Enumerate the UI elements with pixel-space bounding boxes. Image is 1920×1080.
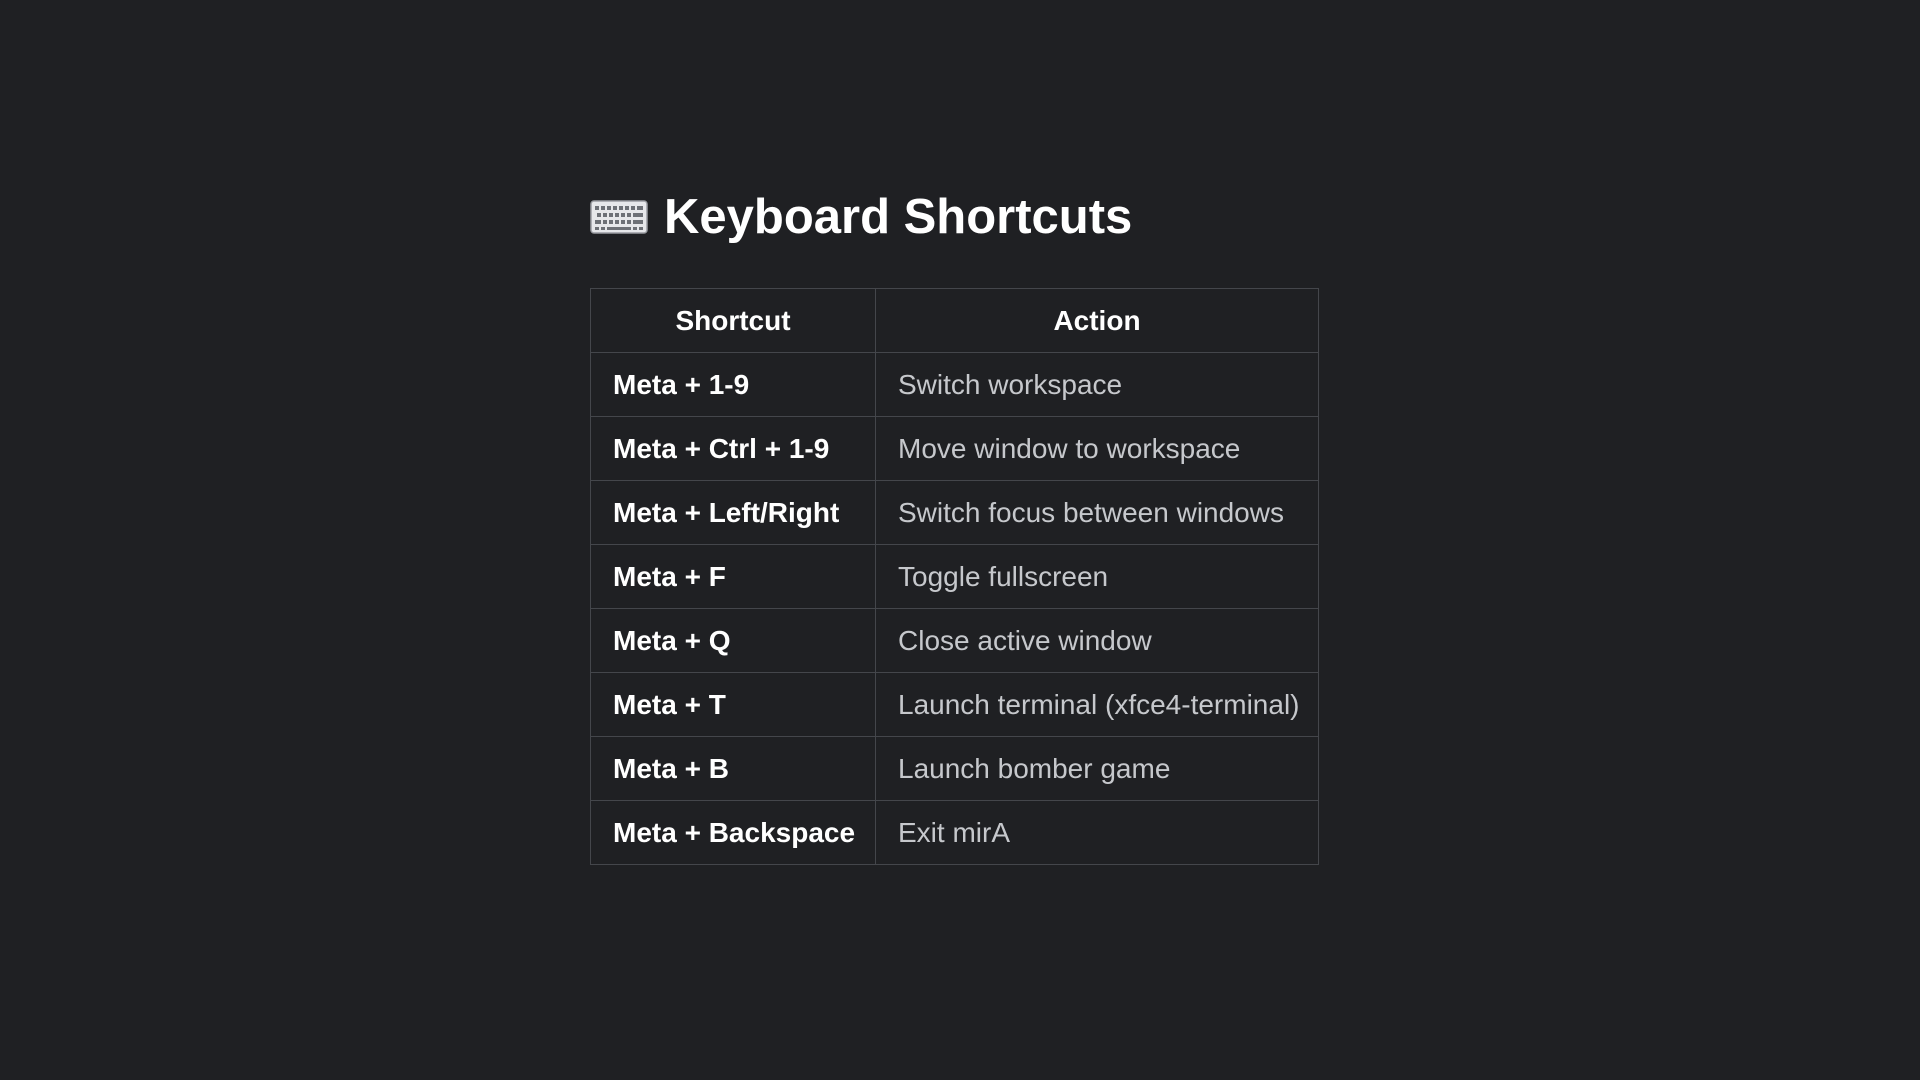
column-header-shortcut: Shortcut xyxy=(590,288,876,353)
table-row: Meta + Ctrl + 1-9 Move window to workspa… xyxy=(590,416,1319,481)
title-row: Keyboard Shortcuts xyxy=(590,184,1318,250)
shortcut-cell: Meta + Q xyxy=(590,608,876,673)
shortcut-cell: Meta + Ctrl + 1-9 xyxy=(590,416,876,481)
keyboard-icon xyxy=(590,200,648,234)
table-row: Meta + B Launch bomber game xyxy=(590,736,1319,801)
action-cell: Exit mirA xyxy=(875,800,1319,865)
action-cell: Switch workspace xyxy=(875,352,1319,417)
shortcut-cell: Meta + Left/Right xyxy=(590,480,876,545)
table-row: Meta + Q Close active window xyxy=(590,608,1319,673)
shortcut-cell: Meta + F xyxy=(590,544,876,609)
page-title: Keyboard Shortcuts xyxy=(664,190,1133,244)
table-row: Meta + F Toggle fullscreen xyxy=(590,544,1319,609)
column-header-action: Action xyxy=(875,288,1319,353)
action-cell: Close active window xyxy=(875,608,1319,673)
table-row: Meta + Left/Right Switch focus between w… xyxy=(590,480,1319,545)
shortcuts-panel: Keyboard Shortcuts Shortcut Action Meta … xyxy=(590,184,1319,865)
action-cell: Move window to workspace xyxy=(875,416,1319,481)
table-header-row: Shortcut Action xyxy=(590,288,1319,353)
action-cell: Switch focus between windows xyxy=(875,480,1319,545)
table-row: Meta + T Launch terminal (xfce4-terminal… xyxy=(590,672,1319,737)
shortcut-cell: Meta + Backspace xyxy=(590,800,876,865)
shortcut-cell: Meta + B xyxy=(590,736,876,801)
table-row: Meta + 1-9 Switch workspace xyxy=(590,352,1319,417)
shortcut-cell: Meta + T xyxy=(590,672,876,737)
action-cell: Launch terminal (xfce4-terminal) xyxy=(875,672,1319,737)
shortcuts-table: Shortcut Action Meta + 1-9 Switch worksp… xyxy=(590,288,1319,865)
action-cell: Toggle fullscreen xyxy=(875,544,1319,609)
action-cell: Launch bomber game xyxy=(875,736,1319,801)
shortcut-cell: Meta + 1-9 xyxy=(590,352,876,417)
table-row: Meta + Backspace Exit mirA xyxy=(590,800,1319,865)
